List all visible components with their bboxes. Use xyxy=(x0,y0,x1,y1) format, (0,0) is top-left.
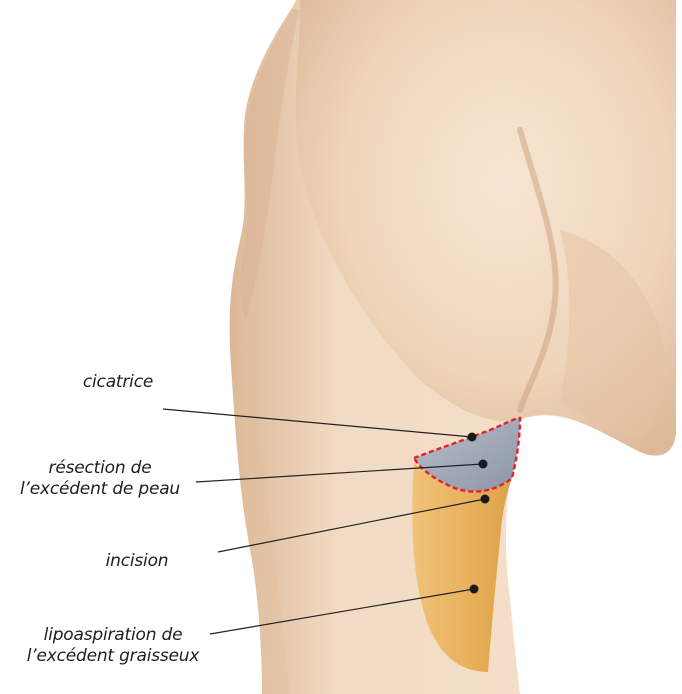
dot-resection xyxy=(479,460,488,469)
label-lipo-line1: lipoaspiration de xyxy=(44,625,183,645)
label-incision-text: incision xyxy=(106,551,169,571)
label-resection-line1: résection de xyxy=(49,458,152,478)
label-incision: incision xyxy=(82,551,192,572)
label-cicatrice-text: cicatrice xyxy=(83,372,153,392)
label-cicatrice: cicatrice xyxy=(58,372,178,393)
dot-cicatrice xyxy=(468,433,477,442)
dot-lipo xyxy=(470,585,479,594)
dot-incision xyxy=(481,495,490,504)
label-resection-line2: l’excédent de peau xyxy=(20,479,180,499)
label-liposuction: lipoaspiration de l’excédent graisseux xyxy=(18,625,208,667)
label-lipo-line2: l’excédent graisseux xyxy=(27,646,199,666)
label-resection: résection de l’excédent de peau xyxy=(0,458,200,500)
